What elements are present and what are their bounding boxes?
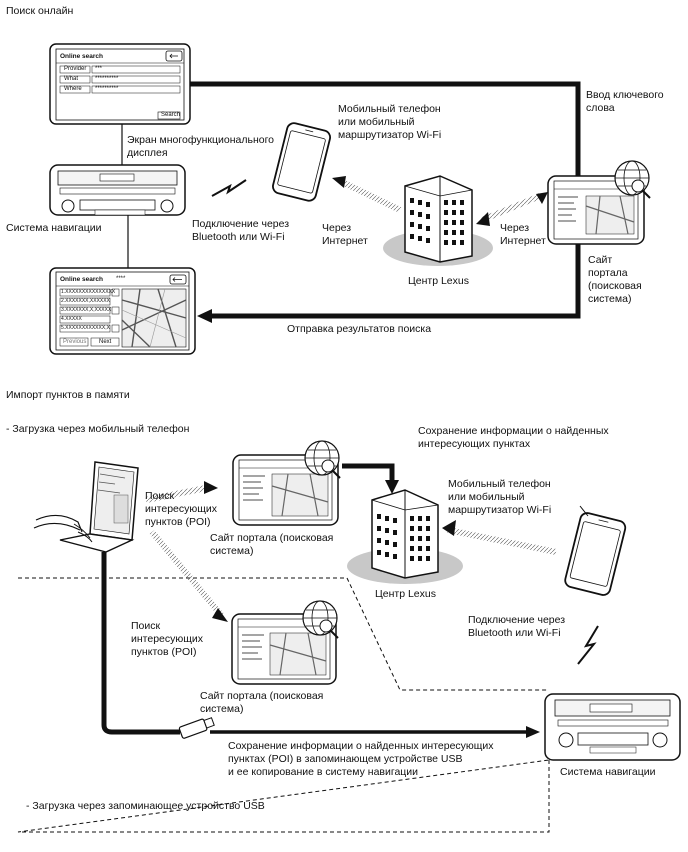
wireless-icon: [211, 179, 247, 197]
what-label: What: [64, 76, 79, 82]
poi-search-label-1: Поиск интересующих пунктов (POI): [145, 490, 218, 528]
usb-boundary: [17, 577, 550, 833]
mobile-download-label: - Загрузка через мобильный телефон: [6, 423, 190, 435]
internet-link-left: [340, 179, 402, 213]
wireless-icon-2: [577, 625, 599, 665]
where-label: Where: [64, 86, 82, 92]
results-screen: [49, 267, 196, 355]
portal-tablet-2: [232, 440, 341, 526]
search-loop-line: [190, 81, 581, 323]
navigation-system-label-2: Система навигации: [560, 766, 656, 778]
navigation-unit-2: [544, 693, 681, 761]
section2-title: Импорт пунктов в памяти: [6, 389, 130, 401]
results-title: Online search: [60, 276, 103, 283]
navigation-system-label: Система навигации: [6, 222, 102, 234]
poi-search-label-2: Поиск интересующих пунктов (POI): [131, 620, 204, 658]
phone-callout-line: [579, 505, 589, 517]
results-stars: ****: [116, 276, 126, 282]
portal-site-label: Сайт портала (поисковая система): [588, 254, 642, 305]
online-search-screen: [49, 43, 191, 125]
poi-search-link-2: [149, 530, 225, 618]
mobile-phone-label: Мобильный телефон или мобильный маршрути…: [338, 103, 442, 141]
via-internet-left: Через Интернет: [322, 222, 368, 247]
portal-label-2: Сайт портала (поисковая система): [200, 690, 324, 715]
save-info-arrow: [342, 463, 395, 482]
internet-link-right: [480, 193, 542, 223]
connection-label: Подключение через Bluetooth или Wi-Fi: [192, 218, 290, 243]
lexus-building-icon: [383, 175, 493, 266]
portal-tablet: [547, 160, 651, 245]
lexus-building-icon-2: [347, 489, 463, 584]
via-internet-right: Через Интернет: [500, 222, 546, 247]
keyword-entry-label: Ввод ключевого слова: [586, 89, 664, 114]
usb-flow-line: [101, 552, 180, 735]
lexus-center-label-2: Центр Lexus: [375, 588, 436, 600]
result-item-5[interactable]: 5.XXXXXXXXXXXX,X: [61, 325, 110, 331]
result-item-2[interactable]: 2.XXXXXXX,XXXXXX: [61, 298, 110, 304]
portal-label-1: Сайт портала (поисковая система): [210, 532, 334, 557]
usb-stick-icon: [178, 717, 215, 739]
mfd-screen-label: Экран многофункционального дисплея: [127, 134, 275, 159]
provider-value[interactable]: ***: [95, 66, 103, 72]
poi-search-link-1: [145, 485, 207, 503]
mobile-phone-2: [564, 512, 627, 596]
what-value[interactable]: **********: [95, 76, 119, 82]
result-item-1[interactable]: 1.XXXXXXXXXXXXXXX: [61, 289, 116, 295]
search-button[interactable]: Search: [161, 112, 181, 118]
previous-button[interactable]: Previous: [63, 339, 87, 345]
next-button[interactable]: Next: [99, 339, 112, 345]
section1-title: Поиск онлайн: [6, 5, 74, 17]
save-info-label: Сохранение информации о найденных интере…: [418, 425, 609, 450]
usb-save-label: Сохранение информации о найденных интере…: [228, 740, 494, 778]
where-value[interactable]: **********: [95, 86, 119, 92]
result-item-3[interactable]: 3.XXXXXXX,X,XXXXX: [61, 307, 112, 313]
laptop-icon: [33, 461, 139, 553]
phone-center-link: [447, 527, 557, 555]
send-results-label: Отправка результатов поиска: [287, 323, 432, 335]
lexus-center-label: Центр Lexus: [408, 275, 469, 287]
mobile-phone-label-2: Мобильный телефон или мобильный маршрути…: [448, 478, 552, 516]
navigation-unit: [49, 164, 186, 216]
provider-label: Provider: [64, 66, 87, 72]
connection-label-2: Подключение через Bluetooth или Wi-Fi: [468, 614, 566, 639]
usb-download-label: - Загрузка через запоминающее устройство…: [26, 800, 265, 812]
portal-tablet-3: [231, 600, 339, 685]
result-item-4[interactable]: 4.XXXXX: [61, 316, 82, 322]
online-search-title: Online search: [60, 53, 103, 60]
mobile-phone: [272, 122, 331, 202]
